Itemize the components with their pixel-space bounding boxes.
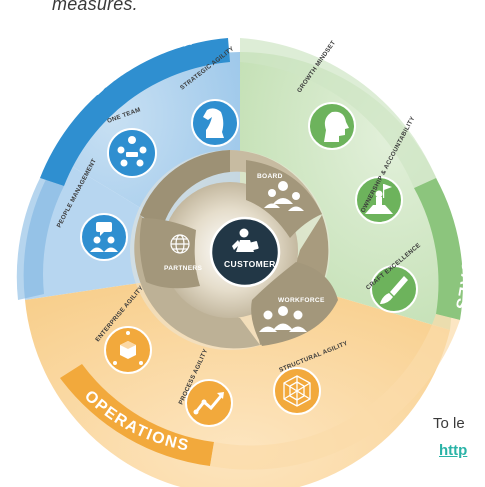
footnote-link[interactable]: http xyxy=(439,442,468,459)
web-icon xyxy=(283,375,311,407)
mountain-flag-icon xyxy=(365,184,393,214)
workforce-icon xyxy=(259,306,307,332)
trend-arrow-icon xyxy=(193,392,224,415)
core-board[interactable]: BOARD xyxy=(246,160,322,238)
paintbrush-icon xyxy=(380,276,408,304)
leadership-band-lower xyxy=(16,178,64,300)
globe-icon xyxy=(170,234,190,254)
people-management-icon xyxy=(90,222,118,252)
operations-band-right xyxy=(210,314,460,470)
capability-one-team[interactable]: ONE TEAM xyxy=(106,106,157,178)
individuals-band xyxy=(414,178,463,320)
individuals-band-upper xyxy=(240,38,436,188)
cube-network-icon xyxy=(113,331,143,365)
team-icon xyxy=(117,136,147,167)
head-profile-icon xyxy=(324,111,349,142)
chess-knight-icon xyxy=(203,108,224,138)
core-partners[interactable]: PARTNERS xyxy=(139,218,203,289)
core-workforce[interactable]: WORKFORCE xyxy=(251,262,338,346)
leadership-band xyxy=(40,38,230,186)
board-label: BOARD xyxy=(257,173,283,180)
customer-icon xyxy=(232,228,259,252)
workforce-label: WORKFORCE xyxy=(278,297,325,304)
board-icon xyxy=(264,181,304,211)
partners-label: PARTNERS xyxy=(164,265,202,272)
customer-label: CUSTOMER xyxy=(224,259,276,269)
customer-hub[interactable]: CUSTOMER xyxy=(209,216,281,288)
footnote-text: To le xyxy=(433,415,465,432)
operations-band xyxy=(60,364,214,466)
top-caption: measures. xyxy=(52,0,138,14)
